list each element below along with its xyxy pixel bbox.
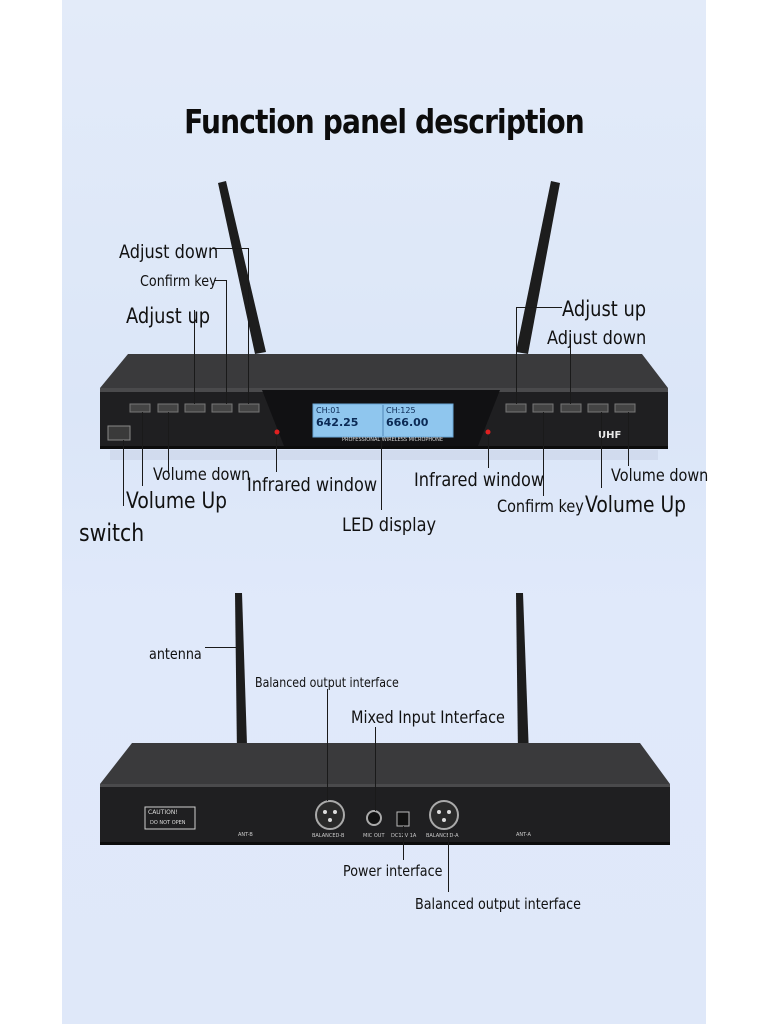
caution-text: CAUTION! xyxy=(148,809,178,816)
rear-device-top xyxy=(100,743,670,784)
mic-out-label: MIC OUT xyxy=(363,833,385,839)
lcd-right-frequency: 666.00 xyxy=(386,416,429,429)
dc-jack xyxy=(396,811,410,827)
label-balanced-output-top: Balanced output interface xyxy=(255,676,399,691)
label-volume-down-right: Volume down xyxy=(611,466,709,486)
label-adjust-up-left: Adjust up xyxy=(126,304,211,328)
uhf-badge: UHF xyxy=(598,430,622,441)
front-button xyxy=(505,403,527,413)
label-volume-down-left: Volume down xyxy=(153,465,251,485)
caution-label xyxy=(144,806,196,830)
label-led-display: LED display xyxy=(342,514,437,536)
power-switch xyxy=(107,425,131,441)
lcd-left-frequency: 642.25 xyxy=(316,416,359,429)
label-balanced-output-bottom: Balanced output interface xyxy=(415,895,581,913)
label-adjust-up-right: Adjust up xyxy=(562,297,647,321)
lcd-left-channel: CH:01 xyxy=(316,406,341,415)
infrared-window-left xyxy=(274,429,280,435)
front-button xyxy=(587,403,609,413)
label-adjust-down-left: Adjust down xyxy=(119,241,219,263)
label-power-interface: Power interface xyxy=(343,862,443,880)
mic-out-jack xyxy=(366,810,382,826)
label-infrared-window-left: Infrared window xyxy=(247,474,378,496)
label-volume-up-right: Volume Up xyxy=(585,493,687,518)
front-device-top xyxy=(100,354,668,388)
front-antenna-right xyxy=(516,181,560,354)
front-button xyxy=(157,403,179,413)
label-confirm-key-left: Confirm key xyxy=(140,272,217,290)
label-antenna: antenna xyxy=(149,645,202,663)
front-button xyxy=(238,403,260,413)
front-button xyxy=(211,403,233,413)
infrared-window-right xyxy=(485,429,491,435)
lcd-right-channel: CH:125 xyxy=(386,406,416,415)
front-button xyxy=(532,403,554,413)
front-antenna-left xyxy=(218,181,266,354)
model-text: PROFESSIONAL WIRELESS MICROPHONE xyxy=(342,437,443,443)
front-button xyxy=(129,403,151,413)
label-volume-up-left: Volume Up xyxy=(126,489,228,514)
balanced-a-connector xyxy=(429,800,459,830)
do-not-open-text: DO NOT OPEN xyxy=(150,820,186,826)
label-confirm-key-right: Confirm key xyxy=(497,497,584,517)
front-button xyxy=(184,403,206,413)
label-adjust-down-right: Adjust down xyxy=(547,327,647,349)
balanced-b-connector xyxy=(315,800,345,830)
balanced-b-label: BALANCED-B xyxy=(312,833,345,839)
page-title: Function panel description xyxy=(184,102,585,141)
rear-device-face xyxy=(100,784,670,842)
ant-b-label: ANT-B xyxy=(238,832,253,838)
label-mixed-input: Mixed Input Interface xyxy=(351,708,505,728)
background-panel xyxy=(62,0,706,1024)
label-switch: switch xyxy=(79,519,145,547)
balanced-a-label: BALANCED-A xyxy=(426,833,459,839)
ant-a-label: ANT-A xyxy=(516,832,531,838)
front-button xyxy=(560,403,582,413)
label-infrared-window-right: Infrared window xyxy=(414,469,545,491)
front-button xyxy=(614,403,636,413)
